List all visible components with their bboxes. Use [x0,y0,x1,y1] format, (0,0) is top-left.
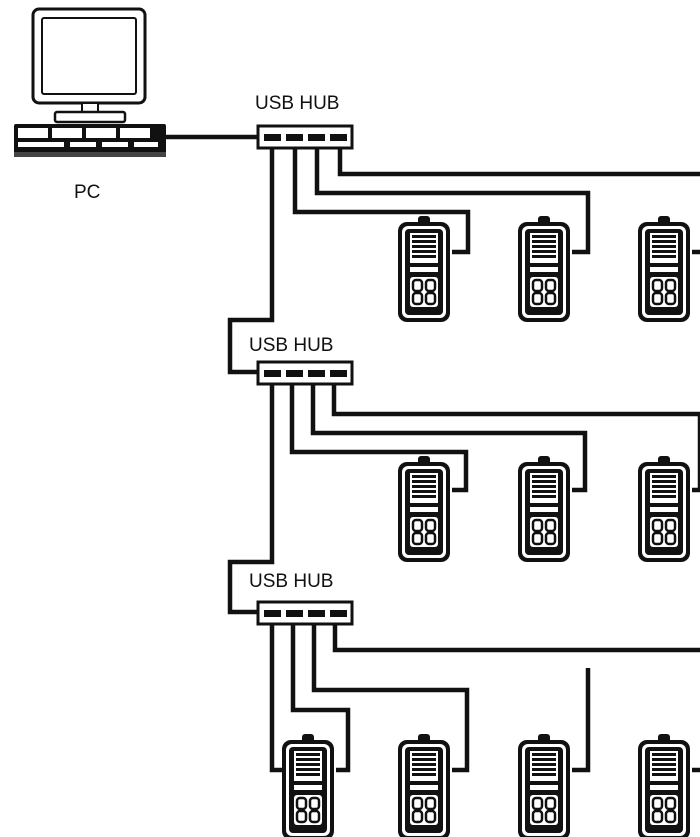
data-logger-icon [636,214,692,324]
usb-hub-label: USB HUB [249,335,333,356]
data-logger-icon [396,214,452,324]
usb-hub-label: USB HUB [249,571,333,592]
monitor-icon [31,7,147,124]
device-group-hub-3 [280,732,692,837]
usb-hub-label: USB HUB [255,93,339,114]
data-logger-icon [636,732,692,837]
data-logger-icon [396,454,452,564]
usb-hub-1: USB HUB [255,93,354,150]
cables [162,134,700,773]
data-logger-icon [636,454,692,564]
data-logger-icon [280,732,336,837]
usb-hub-3: USB HUB [249,571,354,626]
device-group-hub-1 [396,214,692,324]
usb-hub-icon [256,600,354,626]
pc: PC [14,7,166,203]
device-group-hub-2 [396,454,692,564]
usb-hub-icon [256,360,354,386]
data-logger-icon [516,732,572,837]
data-logger-icon [396,732,452,837]
data-logger-icon [516,214,572,324]
usb-hub-icon [256,124,354,150]
usb-hub-2: USB HUB [249,335,354,386]
keyboard-icon [14,124,166,157]
data-logger-icon [516,454,572,564]
pc-label: PC [74,182,100,203]
